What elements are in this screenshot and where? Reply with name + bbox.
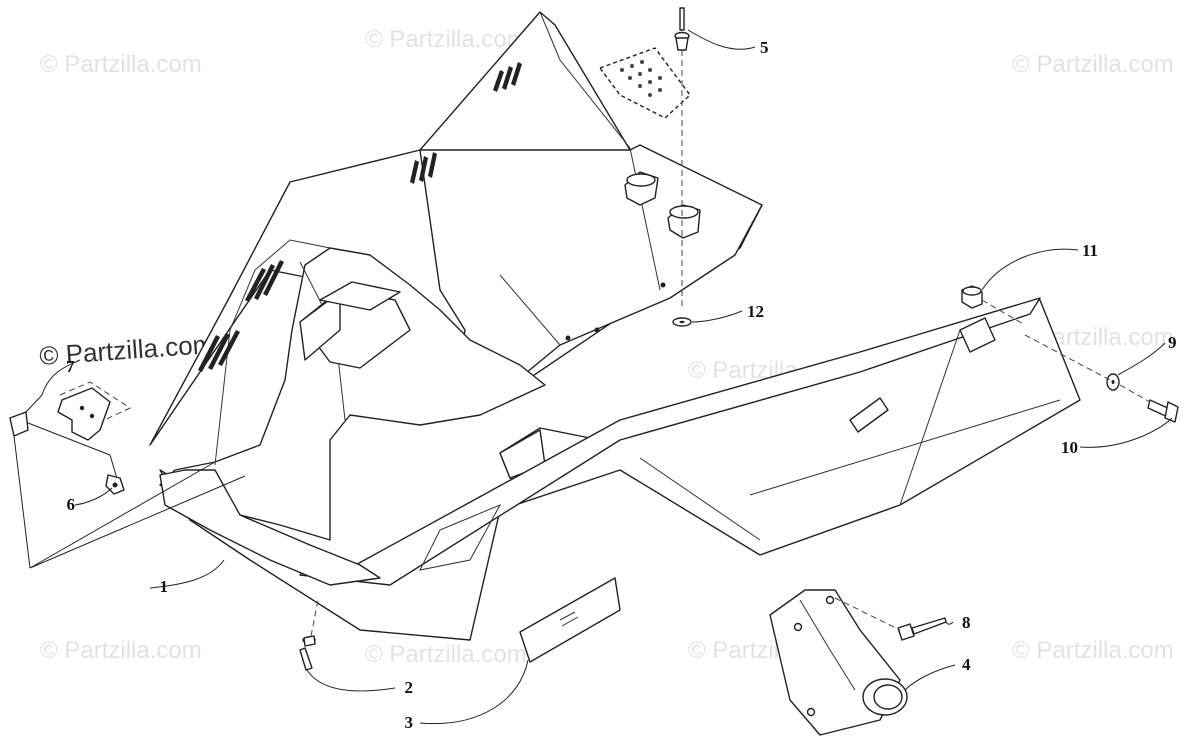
rivet-part-8	[834, 597, 947, 641]
washer-part-12	[672, 317, 692, 327]
callout-10: 10	[1061, 438, 1078, 457]
rivet-part-2	[299, 599, 319, 671]
callout-1: 1	[160, 577, 169, 596]
vent-slots	[198, 62, 522, 372]
callout-9: 9	[1168, 333, 1177, 352]
callout-2: 2	[405, 678, 414, 697]
watermark: © Partzilla.com	[40, 51, 202, 78]
washer-part-9	[1024, 334, 1120, 391]
air-duct	[769, 589, 908, 736]
watermark: © Partzilla.com	[365, 641, 527, 668]
callout-11: 11	[1082, 241, 1098, 260]
callout-4: 4	[962, 655, 971, 674]
bolt-part-10	[1119, 384, 1179, 423]
watermark: © Partzilla.com	[365, 26, 527, 53]
watermark: © Partzilla.com	[40, 637, 202, 664]
heat-shield-plate	[599, 47, 691, 119]
callout-12: 12	[747, 302, 764, 321]
watermark: © Partzilla.com	[1012, 637, 1174, 664]
callout-3: 3	[405, 713, 414, 732]
callout-8: 8	[962, 613, 971, 632]
front-body-panel	[149, 11, 1081, 641]
nut-part-11	[961, 285, 1026, 326]
leader-lines	[41, 29, 1173, 725]
callout-labels: 1 2 3 4 5 6 7 8 9 10 11 12	[66, 38, 1177, 732]
decal-strip	[519, 577, 621, 663]
bracket-7-group	[9, 381, 246, 569]
callout-5: 5	[760, 38, 769, 57]
watermark-dark: © Partzilla.com	[38, 329, 215, 371]
watermark: © Partzilla.com	[1012, 51, 1174, 78]
callout-7: 7	[66, 357, 75, 376]
rivet-part-5	[674, 7, 690, 310]
callout-6: 6	[67, 495, 76, 514]
